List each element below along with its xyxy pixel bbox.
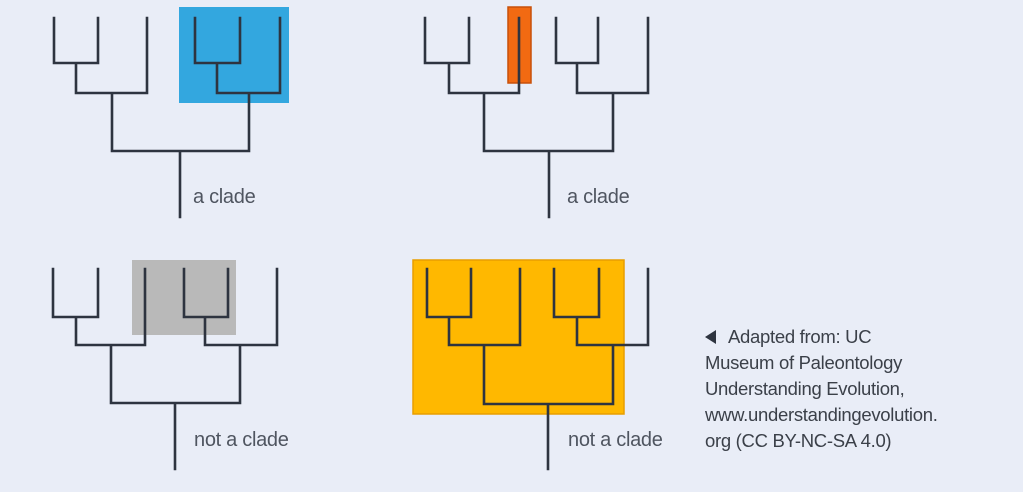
tree-4 [425,267,650,471]
clade-highlight-blue [179,7,289,103]
left-triangle-icon [705,330,716,344]
tree-4-label: not a clade [568,429,663,451]
group-highlight-yellow [412,259,625,415]
tree-1-label: a clade [193,186,256,208]
tree-3-label: not a clade [194,429,289,451]
tree-1 [52,16,282,219]
attribution-line: Museum of Paleontology [705,352,903,373]
attribution-line: www.understandingevolution. [705,404,938,425]
attribution-line: org (CC BY-NC-SA 4.0) [705,430,892,451]
tree-3 [51,267,279,471]
attribution-line: Understanding Evolution, [705,378,905,399]
attribution: Adapted from: UC Museum of Paleontology … [705,324,938,454]
tree-2-label: a clade [567,186,630,208]
attribution-line: Adapted from: UC [728,326,872,347]
tree-2 [423,16,650,219]
